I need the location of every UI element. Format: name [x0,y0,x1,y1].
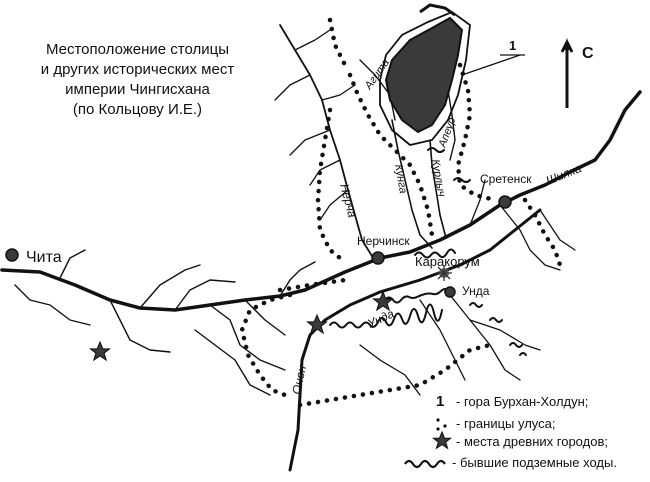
nercha-tributary [274,74,311,101]
river-label-kurlych: Курлыч [429,158,447,198]
mountain-peak-marker [419,3,456,17]
city-label-chita: Чита [26,249,62,266]
agita-river [359,59,396,121]
ulus-border-east [455,62,498,203]
river-label-apeur: Апеур [436,116,458,150]
tributary [359,344,421,396]
city-marker-unda [444,286,456,298]
underground-passage [427,147,445,153]
title-line-4: (по Кольцову И.Е.) [72,101,203,118]
nercha-river [279,24,373,257]
underground-passage [329,303,443,329]
ulus-border-north [347,72,435,238]
kunga-river [391,119,433,249]
north-arrow: С [560,38,594,108]
mountain-leader-line [461,54,521,76]
ancient-city-star-icon [89,340,111,362]
underground-passage [414,248,456,259]
city-label-nerchinsk: Нерчинск [357,234,410,248]
legend-symbol-number: 1 [436,393,444,410]
north-arrow-icon [560,41,574,108]
underground-passage [469,302,527,356]
ulus-border-mid [277,277,348,293]
mountain-burkhan-khaldun [384,16,464,134]
legend-text-passages: - бывшие подземные ходы. [452,455,617,470]
legend: 1 - гора Бурхан-Холдун; - границы улуса;… [404,393,617,470]
tributary [419,299,466,381]
underground-passage [453,177,471,183]
karakorum-marker-icon [436,265,452,281]
legend-text-border: - границы улуса; [456,416,555,431]
tributary [469,319,541,351]
city-marker-sretensk [498,195,512,209]
city-label-sretensk: Сретенск [480,172,532,186]
city-marker-chita [5,248,19,262]
tributary [59,249,86,279]
tributary [499,204,561,271]
ulus-border-left-north [327,17,348,68]
tributary [449,294,521,381]
tributary [279,261,316,297]
ulus-border-west [315,107,348,265]
river-label-kunga: Кунга [392,163,409,194]
tributary [194,329,271,396]
city-label-karakorum: Каракорум [415,254,480,269]
tributary [209,304,286,371]
legend-star-icon [431,430,453,450]
underground-passage [384,288,450,304]
nercha-tributary [321,84,356,101]
title-line-1: Местоположение столицы [45,41,230,58]
river-label-unda: Унда [364,306,396,331]
nercha-tributary [309,159,341,186]
city-marker-nerchinsk [371,251,385,265]
ancient-city-star-icon [306,313,328,335]
kurlych-river [429,139,447,239]
title-line-2: и других исторических мест [40,61,235,78]
ulus-border-river [522,197,563,268]
river-label-shilka: Шилка [544,161,584,188]
tributary [244,299,286,336]
legend-dots-icon [436,418,447,431]
tributary [174,279,236,311]
mountain-number-label: 1 [509,38,516,53]
river-label-nercha: Нерча [337,182,360,219]
legend-text-mountain: - гора Бурхан-Холдун; [456,394,588,409]
tributary [469,179,486,226]
title-line-3: империи Чингисхана [65,81,210,98]
nercha-tributary [289,129,331,156]
river-label-onon: Онон [289,364,309,396]
mountain-outline [379,10,471,146]
legend-wave-icon [404,459,446,469]
onon-river [288,208,542,472]
map-title: Местоположение столицы и других историче… [10,40,265,120]
tributary [109,299,171,353]
city-label-unda: Унда [462,284,490,298]
legend-text-cities: - места древних городов; [456,434,608,449]
tributary [14,284,91,326]
tributary [139,264,201,309]
ulus-border-south [239,292,293,398]
tributary [539,209,576,251]
nercha-tributary [319,189,349,221]
ancient-city-star-icon [372,290,394,312]
ingoda-shilka-river [0,90,642,312]
north-label: С [582,45,594,62]
nercha-tributary [294,29,331,51]
ulus-border-south-east [297,342,493,408]
